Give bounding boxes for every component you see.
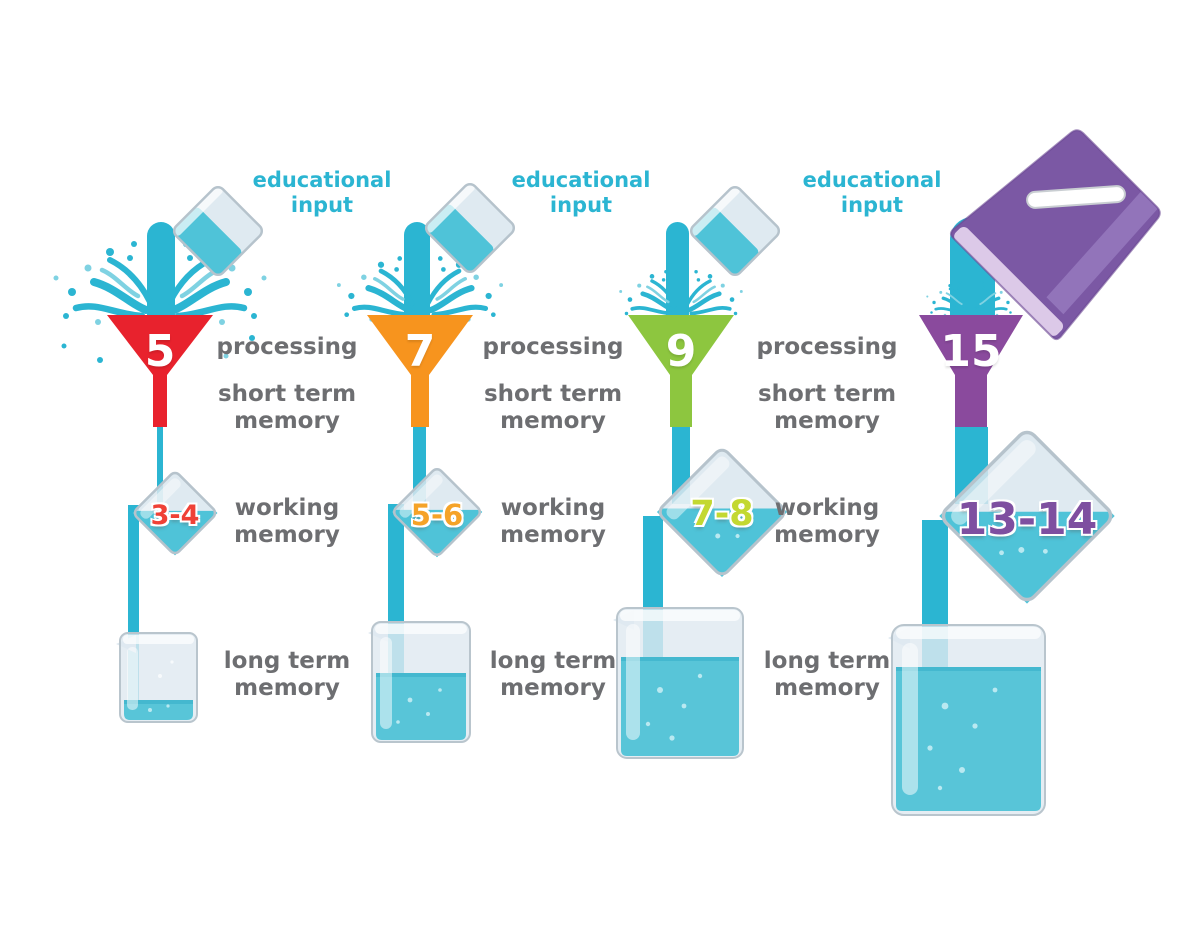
working-range-4: 13-14	[956, 494, 1098, 545]
working-range-1: 3-4	[150, 500, 200, 531]
educational-input-label: educational input	[252, 168, 392, 217]
working-memory-beaker	[656, 448, 788, 578]
processing-label: processing	[216, 334, 358, 360]
funnel-capacity-2: 7	[404, 326, 436, 377]
short-term-memory-label: short term memory	[483, 381, 623, 435]
educational-input-label: educational input	[511, 168, 651, 217]
working-memory-label: working memory	[774, 495, 880, 549]
working-range-3: 7-8	[690, 494, 754, 534]
funnel	[367, 315, 473, 427]
working-memory-label: working memory	[234, 495, 340, 549]
short-term-memory-label: short term memory	[757, 381, 897, 435]
column-2	[337, 182, 516, 743]
working-memory-beaker	[391, 467, 483, 558]
long-term-memory-label: long term memory	[489, 648, 617, 702]
funnel	[919, 315, 1023, 427]
working-memory-label: working memory	[500, 495, 606, 549]
working-range-2: 5-6	[410, 498, 464, 532]
pouring-beaker	[172, 185, 264, 277]
long-term-memory-label: long term memory	[223, 648, 351, 702]
splash	[54, 241, 267, 363]
short-term-memory-label: short term memory	[217, 381, 357, 435]
funnel-out-stream	[157, 427, 163, 509]
long-term-beaker	[368, 621, 471, 743]
educational-input-label: educational input	[802, 168, 942, 217]
processing-label: processing	[482, 334, 624, 360]
working-out-stream	[128, 505, 139, 705]
pouring-beaker	[689, 185, 781, 277]
funnel-capacity-1: 5	[144, 326, 176, 377]
pouring-beaker	[424, 182, 516, 274]
input-stream	[147, 222, 175, 317]
input-stream	[404, 222, 430, 317]
long-term-beaker	[613, 607, 744, 759]
funnel-capacity-4: 15	[940, 326, 1002, 377]
funnel-capacity-3: 9	[665, 326, 697, 377]
funnel	[107, 315, 213, 427]
long-term-beaker	[116, 632, 198, 723]
column-1	[54, 185, 267, 723]
long-term-memory-label: long term memory	[763, 648, 891, 702]
pouring-bucket	[949, 129, 1161, 341]
input-stream	[666, 222, 689, 317]
processing-label: processing	[756, 334, 898, 360]
working-memory-beaker	[939, 430, 1115, 604]
working-memory-beaker	[132, 471, 218, 556]
column-4	[888, 129, 1161, 816]
bucket-handle	[1026, 185, 1126, 209]
column-3	[613, 185, 788, 759]
funnel	[628, 315, 734, 427]
long-term-beaker	[888, 624, 1046, 816]
